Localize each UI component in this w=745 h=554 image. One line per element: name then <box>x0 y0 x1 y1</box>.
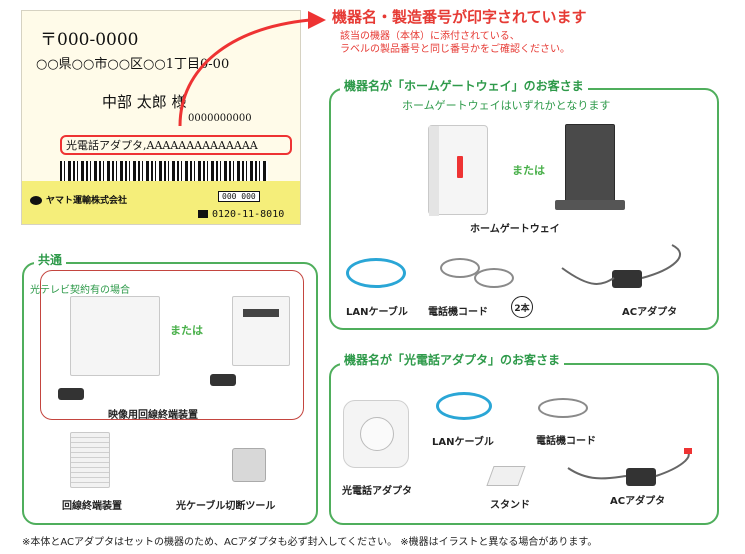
main-heading: 機器名・製造番号が印字されています <box>332 8 587 26</box>
hgw-phone-cord-image-1 <box>440 258 480 278</box>
stand-caption: スタンド <box>490 500 530 511</box>
video-onu-box-image <box>70 296 160 376</box>
label-recipient-name: 中部 太郎 様 <box>102 93 187 111</box>
hgw-lan-cable-image <box>346 258 406 288</box>
hgw-device-caption: ホームゲートウェイ <box>470 224 560 235</box>
cutter-tool-image <box>232 448 266 482</box>
hgw-phone-cord-count: 2本 <box>511 296 533 318</box>
hgw-white-device <box>428 125 488 216</box>
common-tv-case-label: 光テレビ契約有の場合 <box>30 285 130 296</box>
video-onu-caption: 映像用回線終端装置 <box>108 410 198 421</box>
hgw-dark-device-stand <box>555 200 625 210</box>
onu-image <box>70 432 110 488</box>
phone-ac-cable-icon <box>567 448 692 480</box>
phone-section-title: 機器名が「光電話アダプタ」のお客さま <box>340 351 565 368</box>
hgw-lan-caption: LANケーブル <box>346 307 408 318</box>
hgw-section-subtitle: ホームゲートウェイはいずれかとなります <box>402 99 611 112</box>
highlight-box <box>60 135 292 155</box>
phone-lan-cable-image <box>436 392 492 420</box>
video-onu-adapter-image <box>58 388 84 400</box>
carrier-band <box>22 181 300 224</box>
hgw-dark-device <box>565 124 615 202</box>
phone-ac-adapter-image <box>626 468 656 486</box>
hgw-ac-adapter-image <box>612 270 642 288</box>
phone-lan-caption: LANケーブル <box>432 437 494 448</box>
hgw-ac-cable-icon <box>561 244 681 285</box>
hgw-or-text: または <box>512 164 545 177</box>
phone-adapter-image <box>343 400 409 468</box>
phone-cord-caption: 電話機コード <box>536 436 596 447</box>
carrier-name: ヤマト運輸株式会社 <box>30 193 127 206</box>
common-or-text: または <box>170 324 203 337</box>
main-sub-line-2: ラベルの製品番号と同じ番号かをご確認ください。 <box>340 44 570 55</box>
footnote: ※本体とACアダプタはセットの機器のため、ACアダプタも必ず封入してください。 … <box>22 537 598 548</box>
label-address: ○○県○○市○○区○○1丁目0-00 <box>36 57 230 72</box>
common-section-title: 共通 <box>34 251 67 268</box>
hgw-phone-cord-image-2 <box>474 268 514 288</box>
main-sub-line-1: 該当の機器（本体）に添付されている、 <box>340 31 520 42</box>
common-section <box>22 262 318 525</box>
label-number: 0000000000 <box>188 113 252 124</box>
label-phone: 0120-11-8010 <box>198 209 284 220</box>
label-postal: 〒000-0000 <box>40 30 139 50</box>
phone-block-icon <box>198 210 208 218</box>
label-code-box: 000 000 <box>218 191 260 202</box>
video-onu-adapter-image-2 <box>210 374 236 386</box>
hgw-phone-cord-caption: 電話機コード <box>428 307 488 318</box>
video-onu-wall-image <box>232 296 290 366</box>
phone-adapter-caption: 光電話アダプタ <box>342 486 412 497</box>
onu-caption: 回線終端装置 <box>62 501 122 512</box>
hgw-ac-caption: ACアダプタ <box>622 307 678 318</box>
pointer-arrow <box>178 11 326 127</box>
shipping-label: 〒000-0000 ○○県○○市○○区○○1丁目0-00 中部 太郎 様 000… <box>21 10 301 225</box>
tv-case-box <box>40 270 304 420</box>
phone-ac-caption: ACアダプタ <box>610 496 666 507</box>
cutter-tool-caption: 光ケーブル切断ツール <box>176 501 276 512</box>
label-product-line: 光電話アダプタ,AAAAAAAAAAAAAA <box>66 139 258 152</box>
phone-cord-image <box>538 398 588 418</box>
hgw-section-title: 機器名が「ホームゲートウェイ」のお客さま <box>340 77 588 94</box>
carrier-logo-icon <box>30 196 42 205</box>
